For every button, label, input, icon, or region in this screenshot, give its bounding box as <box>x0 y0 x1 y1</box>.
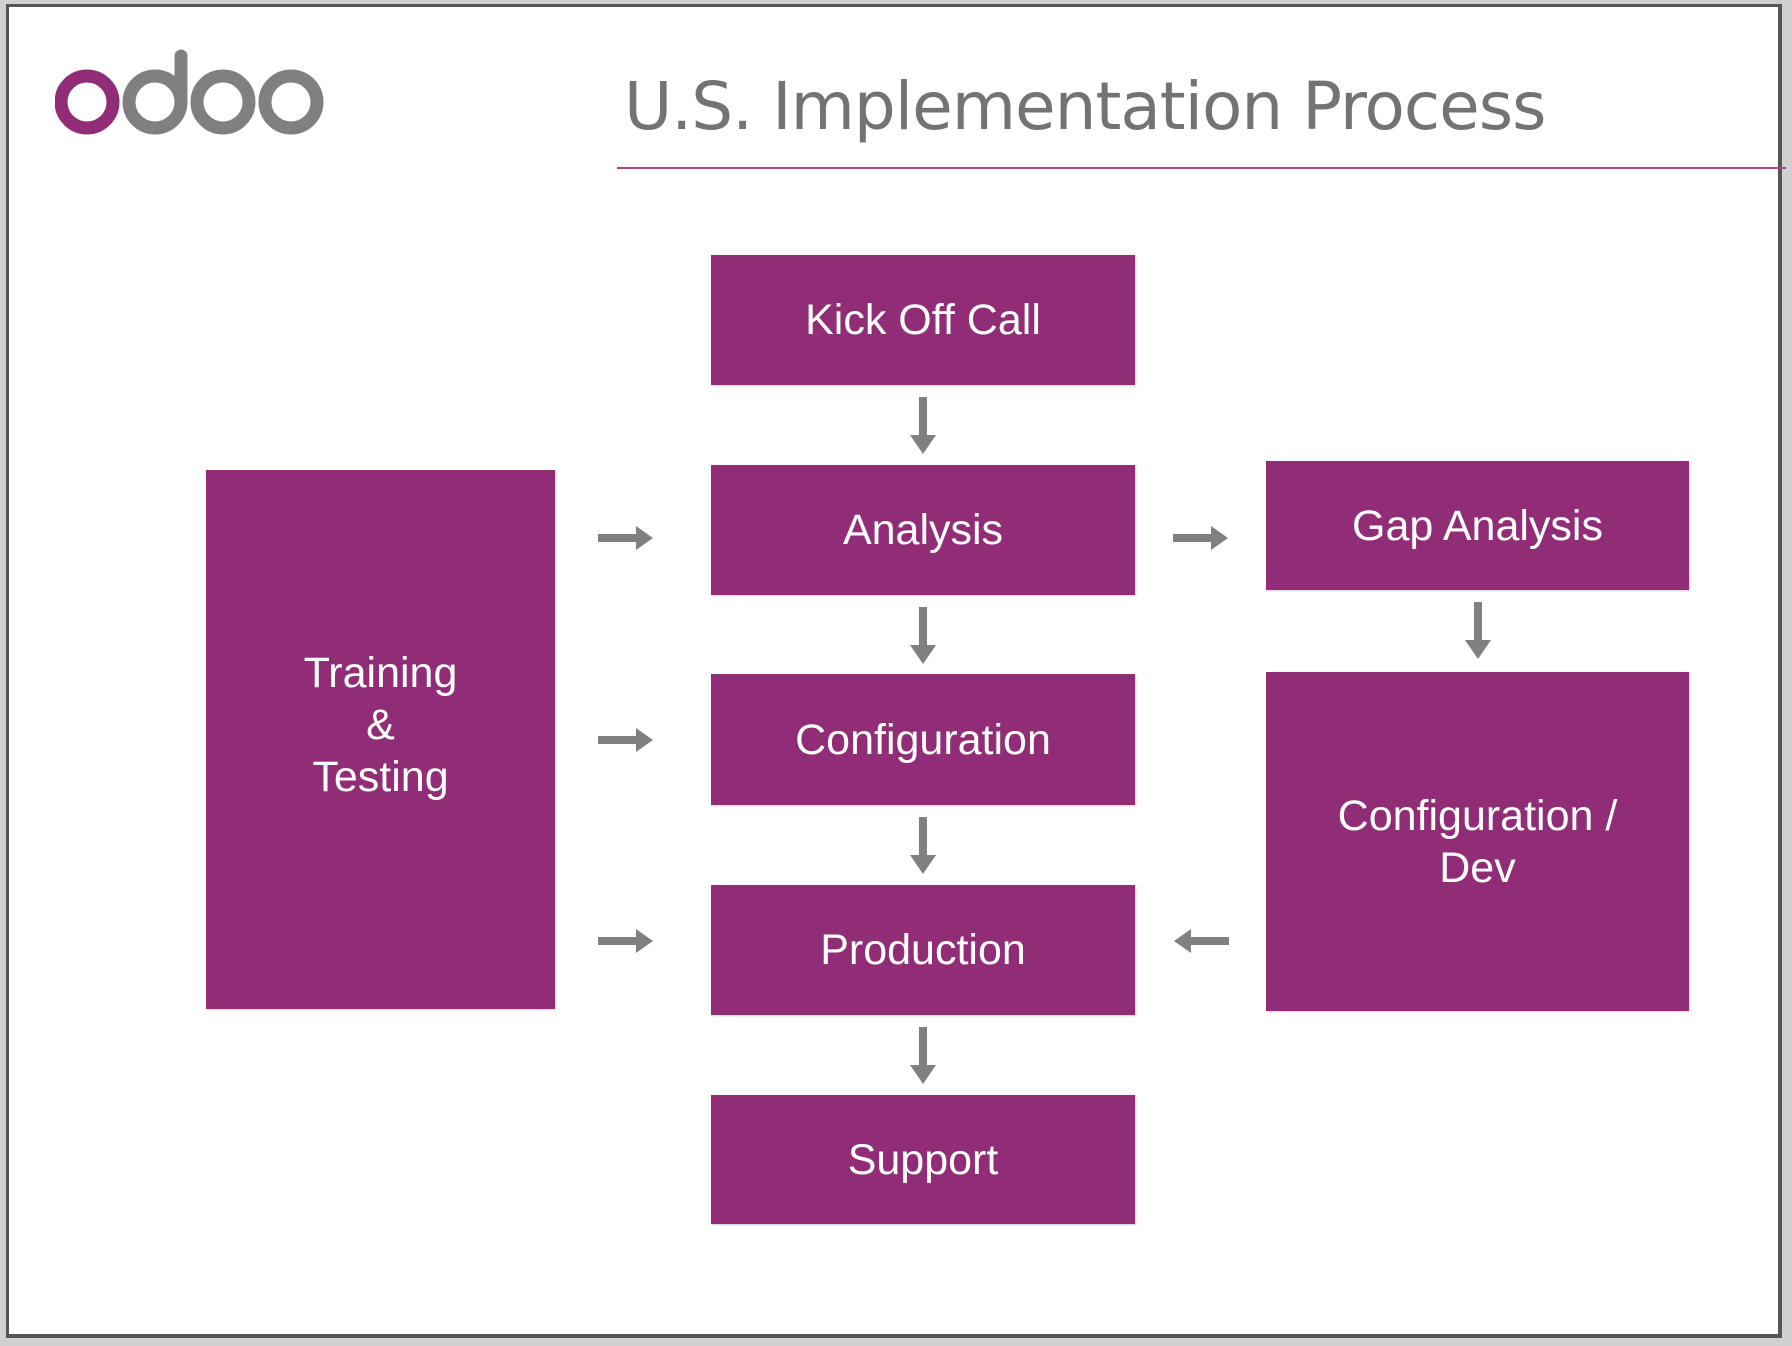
arrow-right-icon <box>1173 526 1228 550</box>
box-label: Testing <box>312 752 449 801</box>
arrow-down-icon <box>910 607 936 664</box>
box-label: Analysis <box>842 506 1004 554</box>
arrow-right-icon <box>598 728 653 752</box>
box-analysis: Analysis <box>711 465 1135 595</box>
box-label: Configuration <box>795 715 1051 764</box>
box-label: Gap Analysis <box>1352 501 1603 550</box>
box-label: Support <box>847 1135 999 1184</box>
box-production: Production <box>711 885 1135 1015</box>
arrow-down-icon <box>910 397 936 454</box>
box-configuration: Configuration <box>711 674 1135 805</box>
box-support: Support <box>711 1095 1135 1224</box>
arrow-down-icon <box>910 817 936 874</box>
box-label: Dev <box>1439 843 1516 892</box>
title-divider <box>617 167 1786 169</box>
box-label: Configuration / <box>1337 791 1618 840</box>
arrow-left-icon <box>1174 929 1229 953</box>
page-title: U.S. Implementation Process <box>624 68 1547 145</box>
box-training-testing: Training & Testing <box>206 470 555 1009</box>
box-kick-off-call: Kick Off Call <box>711 255 1135 385</box>
box-label: & <box>366 700 395 749</box>
box-label: Kick Off Call <box>805 296 1041 344</box>
odoo-logo <box>55 49 324 135</box>
box-label: Training <box>303 648 458 697</box>
arrow-down-icon <box>910 1027 936 1084</box>
box-label: Production <box>820 926 1026 974</box>
box-gap-analysis: Gap Analysis <box>1266 461 1689 590</box>
box-configuration-dev: Configuration / Dev <box>1266 672 1689 1011</box>
arrow-down-icon <box>1465 602 1491 659</box>
arrow-right-icon <box>598 929 653 953</box>
arrow-right-icon <box>598 526 653 550</box>
